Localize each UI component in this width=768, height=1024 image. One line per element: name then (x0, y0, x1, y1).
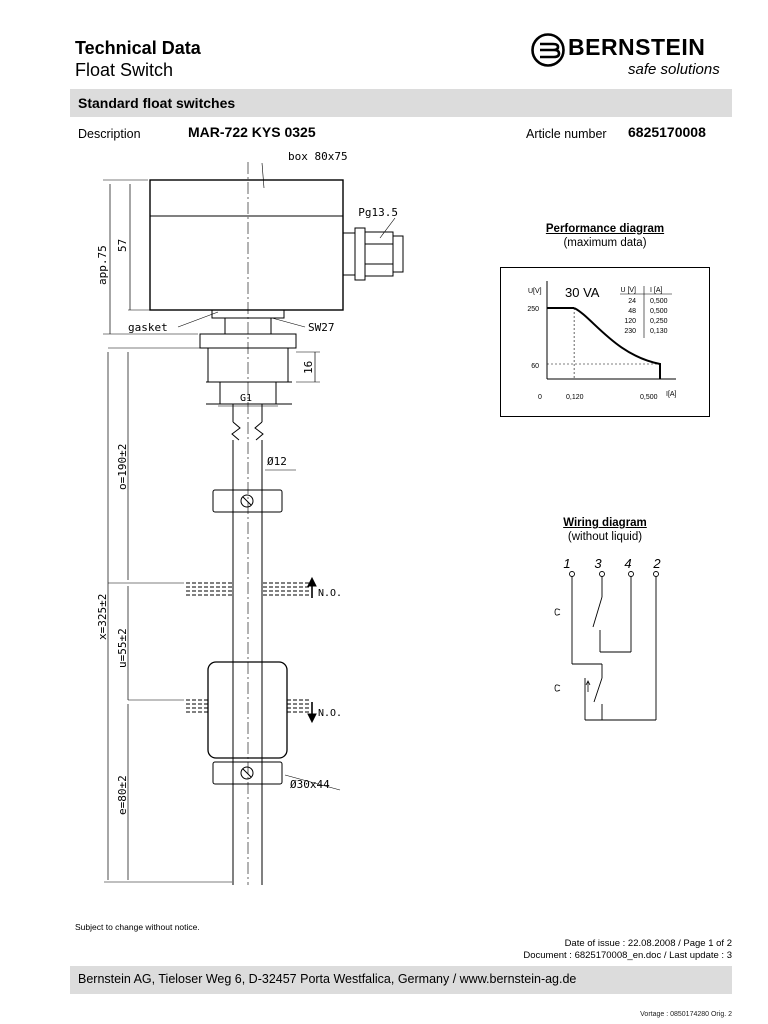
power-annotation: 30 VA (565, 285, 600, 300)
table-cell-u: 48 (628, 308, 636, 315)
x-tick-0120: 0,120 (566, 394, 584, 401)
x-tick-0: 0 (538, 394, 542, 401)
rod-diameter-label: Ø12 (267, 455, 287, 468)
performance-subtitle: (maximum data) (563, 237, 647, 249)
footer-band (70, 966, 732, 994)
disclaimer-note: Subject to change without notice. (75, 922, 200, 932)
housing-box (149, 179, 344, 311)
terminal-4-label: 4 (624, 556, 631, 571)
no-upper-label: N.O. (318, 588, 342, 599)
section-heading: Standard float switches (78, 95, 236, 111)
table-header-i: I [A] (650, 287, 663, 294)
wiring-diagram: 1 3 4 2 (554, 556, 661, 721)
company-address: Bernstein AG, Tieloser Weg 6, D-32457 Po… (78, 972, 577, 986)
float-body (207, 661, 288, 759)
sw-label: SW27 (308, 321, 335, 334)
description-value: MAR-722 KYS 0325 (188, 124, 316, 140)
issue-date: Date of issue : 22.08.2008 / Page 1 of 2 (564, 938, 732, 949)
performance-title: Performance diagram (545, 223, 665, 235)
chart-frame (500, 267, 710, 417)
table-cell-i: 0,130 (650, 328, 668, 335)
page-title: Technical Data (75, 38, 201, 58)
table-cell-i: 0,500 (650, 298, 668, 305)
dim-x: x=325±2 (96, 594, 109, 640)
dim-e: e=80±2 (116, 775, 129, 815)
pg-label: Pg13.5 (358, 206, 398, 219)
wiring-title: Wiring diagram (563, 517, 647, 529)
dim-u: u=55±2 (116, 628, 129, 668)
coil-symbol-upper (554, 608, 561, 616)
x-axis-label: I[A] (666, 391, 677, 398)
table-cell-i: 0,500 (650, 308, 668, 315)
y-tick-250: 250 (527, 306, 539, 313)
dim-57: 57 (116, 239, 129, 252)
table-cell-u: 120 (624, 318, 636, 325)
y-axis-label: U[V] (528, 288, 542, 295)
dim-16: 16 (302, 361, 315, 374)
terminal-2-label: 2 (652, 556, 661, 571)
thread-label: G1 (240, 393, 252, 404)
page-subtitle: Float Switch (75, 60, 174, 80)
x-tick-0500: 0,500 (640, 394, 658, 401)
gasket-label: gasket (128, 321, 168, 334)
table-cell-u: 24 (628, 298, 636, 305)
no-lower-label: N.O. (318, 708, 342, 719)
logo-tagline: safe solutions (628, 61, 720, 78)
article-number-value: 6825170008 (628, 124, 706, 140)
terminal-3-label: 3 (594, 556, 602, 571)
coil-symbol-lower (554, 684, 561, 692)
description-label: Description (78, 127, 141, 141)
terminal-1-label: 1 (563, 556, 570, 571)
curve-series (573, 307, 661, 379)
dim-o: o=190±2 (116, 444, 129, 490)
table-cell-i: 0,250 (650, 318, 668, 325)
vortage-info: Vortage : 0850174280 Orig. 2 (640, 1011, 732, 1018)
technical-drawing: box 80x75 Pg13.5 gasket SW27 G1 Ø12 Ø30x… (96, 150, 404, 885)
y-tick-60: 60 (531, 363, 539, 370)
article-number-label: Article number (526, 127, 607, 141)
box-label: box 80x75 (288, 150, 348, 163)
document-info: Document : 6825170008_en.doc / Last upda… (523, 950, 732, 961)
logo-name: BERNSTEIN (568, 34, 706, 60)
performance-chart: U[V] I[A] 30 VA U [V] I [A] 24 0,500 48 0,5… (500, 267, 710, 417)
bernstein-logo-icon (531, 33, 565, 67)
float-size-label: Ø30x44 (290, 778, 330, 791)
section-band (70, 89, 732, 117)
wiring-subtitle: (without liquid) (567, 531, 643, 543)
table-header-u: U [V] (620, 287, 636, 294)
dim-app75: app.75 (96, 245, 109, 285)
table-cell-u: 230 (624, 328, 636, 335)
